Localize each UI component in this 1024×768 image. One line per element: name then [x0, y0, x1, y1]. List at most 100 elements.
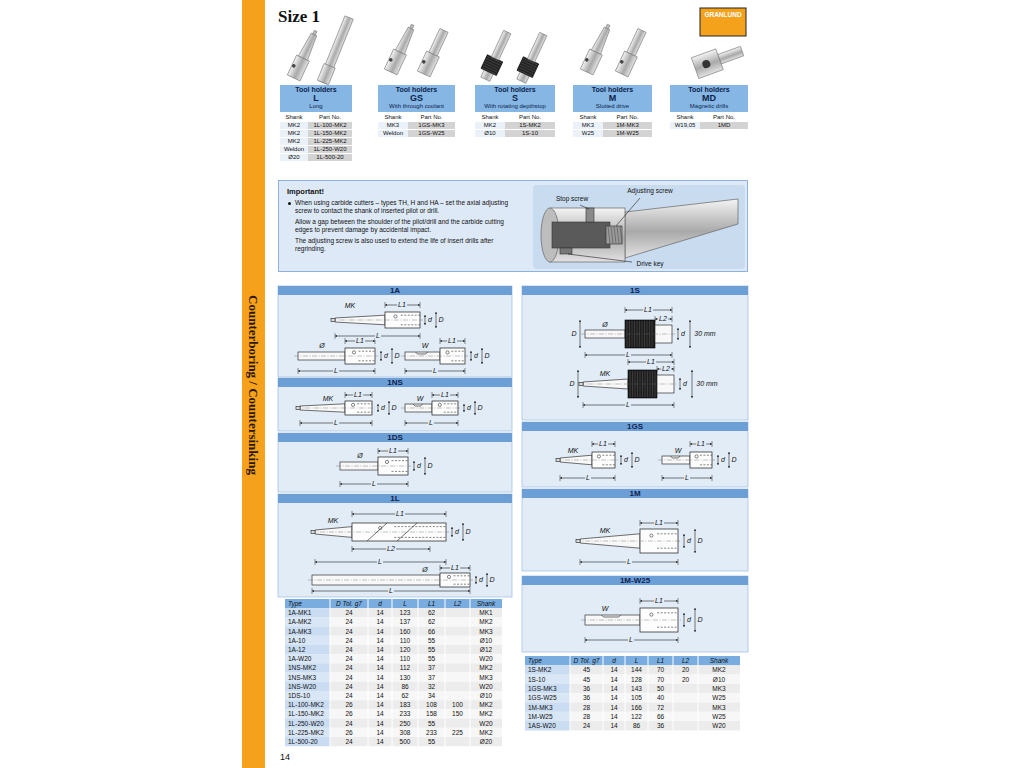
dimension-label: L2: [658, 315, 668, 323]
holder-screw: [438, 403, 441, 406]
table-type-ground: [285, 682, 330, 691]
dimension-tick: [672, 307, 673, 313]
dimension-label: L1: [598, 440, 608, 448]
dimension-label: L1: [646, 358, 656, 366]
dimension-tick: [678, 520, 679, 526]
node-heading: Tool holders: [282, 86, 350, 94]
table-cell: 62: [418, 608, 445, 617]
holder-shank: [527, 32, 547, 62]
dimension-tick: [690, 441, 691, 447]
dimension-label: d: [720, 456, 726, 464]
table-cell: 14: [368, 627, 392, 636]
dimension-tick: [298, 368, 299, 374]
dimension-label: D: [437, 316, 444, 324]
table-cell: 150: [445, 709, 470, 718]
section-title: Counterboring / Countersinking: [246, 295, 261, 475]
table-row-ground: [285, 682, 502, 691]
table-cell: 55: [418, 636, 445, 645]
table-row-ground: [285, 719, 502, 728]
product-photo: [317, 15, 354, 84]
dimension-label: L: [377, 558, 383, 566]
weldon-flat: [670, 456, 680, 458]
table-cell: 24: [330, 673, 368, 682]
table-row-ground: [285, 673, 502, 682]
table-type-ground: [285, 719, 330, 728]
table-cell: 37: [418, 663, 445, 672]
dimension-label: L: [628, 636, 634, 644]
dimension-tick: [674, 366, 675, 372]
table-cell: 1A-MK2: [285, 617, 330, 626]
table-row-ground: [285, 709, 502, 718]
table-cell: 1L-100-MK2: [308, 122, 352, 129]
dimension-label: W: [421, 342, 430, 350]
product-photo: [287, 28, 322, 81]
dimension-label: MK: [344, 302, 357, 310]
knurl-line: [652, 321, 653, 347]
dimension-label: D: [390, 404, 397, 412]
table-cell: 1NS-MK2: [285, 663, 330, 672]
table-cell: 112: [392, 663, 418, 672]
knurl-line: [518, 70, 533, 77]
table-cell: 36: [648, 721, 673, 730]
dimension-label: L1: [397, 301, 407, 309]
center-line: [336, 466, 411, 467]
table-cell: 14: [603, 712, 625, 721]
leader-line: [580, 205, 589, 209]
product-photo: [514, 30, 551, 84]
table-cell: 14: [603, 703, 625, 712]
dimension-tick: [615, 441, 616, 447]
table-cell: Ø12: [470, 645, 502, 654]
knurl-line: [519, 67, 534, 74]
table-cell: 122: [625, 712, 648, 721]
product-photo: [384, 22, 419, 75]
holder-screw: [388, 57, 393, 62]
dimension-label: L1: [447, 337, 457, 345]
table-header-cell: Shank: [475, 114, 505, 121]
bore-line: [454, 575, 471, 576]
dimension-label: L2: [661, 365, 671, 373]
center-line: [308, 580, 473, 581]
dimension-tick: [712, 475, 713, 481]
table-cell: 1S-10: [505, 130, 555, 137]
leader-line: [568, 254, 632, 262]
table-row-ground: [285, 617, 502, 626]
side-bar: [242, 0, 265, 768]
table-type-ground: [285, 636, 330, 645]
dimension-line: [487, 573, 488, 587]
table-cell: 108: [418, 700, 445, 709]
dimension-line: [692, 370, 693, 398]
dimension-label: D: [488, 576, 495, 584]
bore-line: [392, 471, 409, 472]
table-cell: 55: [418, 719, 445, 728]
dimension-tick: [432, 392, 433, 398]
dimension-label: D: [464, 528, 471, 536]
bore-line: [657, 627, 678, 628]
table-cell: Ø20: [280, 154, 308, 161]
dimension-tick: [580, 559, 581, 565]
table-header-cell: Part No.: [700, 114, 748, 121]
cylinder-shank: [405, 404, 432, 412]
table-type-ground: [525, 684, 570, 693]
table-cell: 28: [570, 703, 603, 712]
dimension-label: d: [454, 528, 460, 536]
dimension-line: [680, 378, 681, 390]
dimension-label: L: [432, 367, 438, 375]
node-heading: Tool holders: [477, 86, 553, 94]
table-type-ground: [525, 721, 570, 730]
drawing-panel: [522, 422, 748, 487]
product-photo: [478, 28, 515, 82]
bore-line: [359, 360, 376, 361]
table-cell: 1GS-W25: [525, 693, 570, 702]
table-type-ground: [525, 712, 570, 721]
table-cell: 14: [368, 617, 392, 626]
product-header: Tool holdersMSlotted drive: [573, 85, 652, 112]
center-line: [401, 408, 461, 409]
table-row-ground: [525, 675, 740, 684]
table-header-cell: D Tol. g7: [570, 656, 603, 665]
table-cell: W25: [698, 693, 740, 702]
section-band: 1M-W25: [522, 576, 748, 585]
node-heading: 1A: [280, 286, 510, 295]
table-cell: 130: [392, 673, 418, 682]
dimension-tick: [560, 475, 561, 481]
table-cell: 158: [418, 709, 445, 718]
